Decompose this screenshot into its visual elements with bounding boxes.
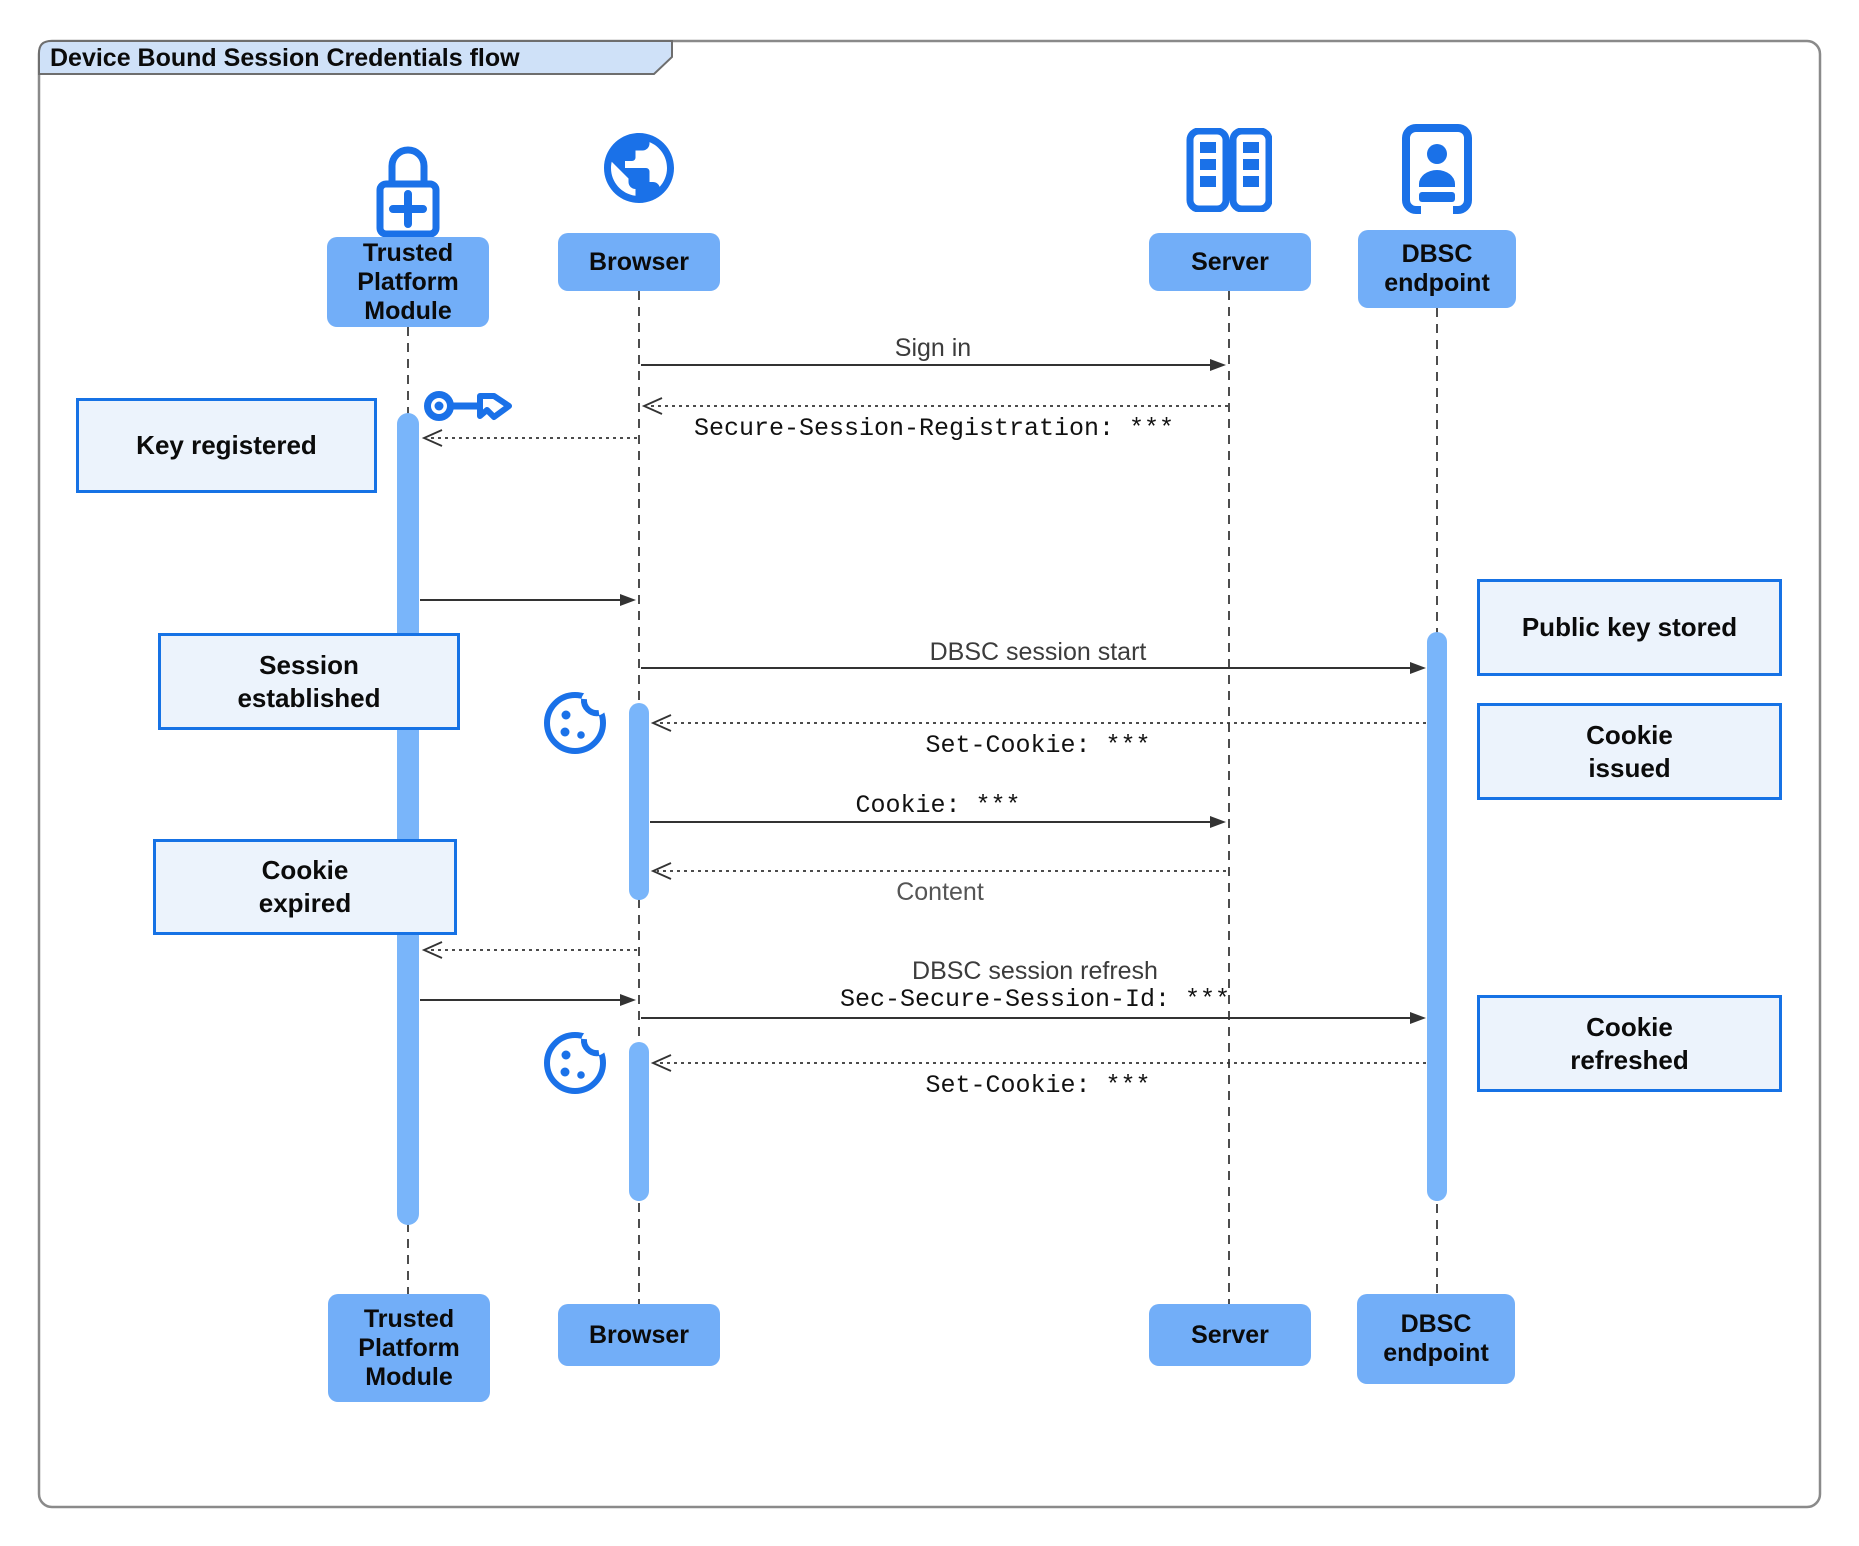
globe-icon bbox=[604, 133, 674, 203]
solid-arrows bbox=[420, 364, 1411, 1019]
openhead-set-cookie-2 bbox=[650, 1054, 672, 1072]
label-content: Content bbox=[896, 878, 984, 906]
actor-browser-top: Browser bbox=[558, 233, 720, 291]
note-cookie-expired: Cookie expired bbox=[153, 839, 457, 935]
openhead-set-cookie-1 bbox=[650, 714, 672, 732]
solid-arrowheads bbox=[620, 359, 1426, 1024]
openhead-session-registration bbox=[641, 397, 663, 415]
note-cookie-issued: Cookie issued bbox=[1477, 703, 1782, 800]
activation-browser-2 bbox=[629, 1042, 649, 1201]
actor-dbsc-bottom: DBSC endpoint bbox=[1357, 1294, 1515, 1384]
cookie-icon bbox=[544, 1032, 606, 1094]
label-sec-secure-session-id: Sec-Secure-Session-Id: *** bbox=[839, 985, 1231, 1014]
note-key-registered: Key registered bbox=[76, 398, 377, 493]
diagram-title: Device Bound Session Credentials flow bbox=[50, 44, 520, 72]
openhead-browser-tpm-2 bbox=[421, 941, 443, 959]
arrowhead-cookie bbox=[1210, 816, 1226, 828]
note-public-key-stored: Public key stored bbox=[1477, 579, 1782, 676]
title-tab bbox=[38, 40, 673, 75]
label-set-cookie-1: Set-Cookie: *** bbox=[925, 731, 1151, 760]
label-dbsc-session-start: DBSC session start bbox=[929, 638, 1147, 666]
openhead-browser-tpm-1 bbox=[421, 429, 443, 447]
actor-server-top: Server bbox=[1149, 233, 1311, 291]
open-arrowheads bbox=[421, 397, 672, 1072]
label-secure-session-registration: Secure-Session-Registration: *** bbox=[693, 414, 1175, 443]
actor-browser-bottom: Browser bbox=[558, 1304, 720, 1366]
actor-server-bottom: Server bbox=[1149, 1304, 1311, 1366]
actor-tpm-bottom: Trusted Platform Module bbox=[328, 1294, 490, 1402]
person-door-icon bbox=[1402, 124, 1472, 214]
arrowhead-dbsc-refresh bbox=[1410, 1012, 1426, 1024]
openhead-content bbox=[650, 862, 672, 880]
actor-dbsc-top: DBSC endpoint bbox=[1358, 230, 1516, 308]
label-sign-in: Sign in bbox=[894, 334, 972, 362]
note-session-established: Session established bbox=[158, 633, 460, 730]
activation-browser-1 bbox=[629, 703, 649, 900]
actor-tpm-top: Trusted Platform Module bbox=[327, 237, 489, 327]
activation-bars bbox=[397, 413, 1447, 1225]
key-icon bbox=[424, 391, 512, 421]
label-dbsc-session-refresh: DBSC session refresh bbox=[912, 957, 1158, 985]
activation-dbsc bbox=[1427, 632, 1447, 1201]
label-cookie: Cookie: *** bbox=[855, 791, 1021, 820]
lock-plus-icon bbox=[376, 146, 440, 238]
cookie-icon bbox=[544, 692, 606, 754]
note-cookie-refreshed: Cookie refreshed bbox=[1477, 995, 1782, 1092]
arrowhead-tpm-browser-1 bbox=[620, 594, 636, 606]
label-set-cookie-2: Set-Cookie: *** bbox=[925, 1071, 1151, 1100]
activation-tpm bbox=[397, 413, 419, 1225]
arrowhead-tpm-browser-2 bbox=[620, 994, 636, 1006]
diagram-frame bbox=[37, 39, 1822, 1509]
server-rack-icon bbox=[1186, 128, 1272, 212]
arrowhead-sign-in bbox=[1210, 359, 1226, 371]
arrowhead-dbsc-start bbox=[1410, 662, 1426, 674]
dashed-arrows bbox=[428, 405, 1426, 1064]
